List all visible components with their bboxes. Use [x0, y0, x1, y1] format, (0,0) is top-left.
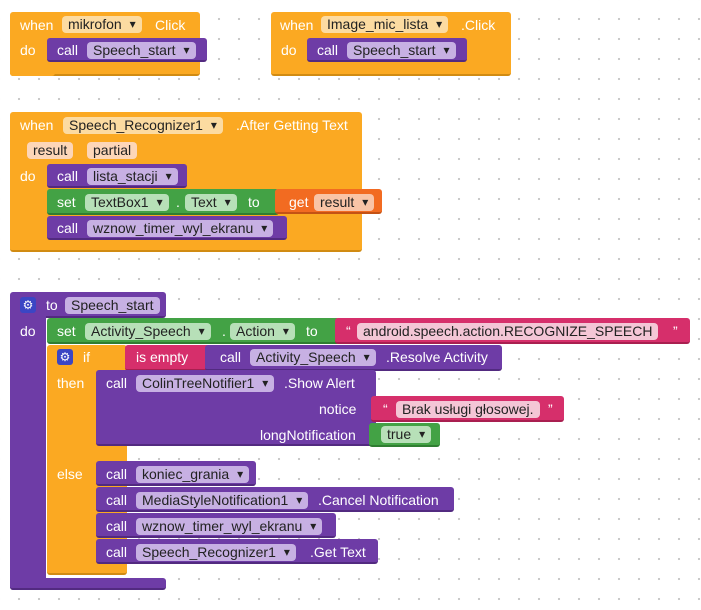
variable-dropdown-result[interactable]: result: [314, 194, 375, 211]
component-dropdown-mikrofon[interactable]: mikrofon: [62, 16, 142, 33]
procedure-dropdown[interactable]: Speech_start: [347, 42, 456, 59]
method-name: .Resolve Activity: [386, 349, 488, 365]
when-keyword: when: [20, 17, 54, 33]
boolean-dropdown[interactable]: true: [381, 426, 432, 443]
call-keyword: call: [57, 42, 79, 58]
call-keyword: call: [220, 349, 242, 365]
close-quote: ”: [548, 401, 553, 417]
set-keyword: set: [57, 323, 76, 339]
notice-param-label: notice: [319, 401, 357, 417]
call-keyword: call: [106, 492, 128, 508]
to-keyword: to: [306, 323, 318, 339]
procedure-footer: [10, 578, 166, 590]
is-empty-label: is empty: [136, 349, 189, 365]
component-dropdown-media-style-notification[interactable]: MediaStyleNotification1: [136, 492, 309, 509]
call-keyword: call: [57, 220, 79, 236]
to-keyword: to: [46, 297, 58, 313]
property-dropdown-action[interactable]: Action: [230, 323, 295, 340]
component-dropdown-speech-recognizer[interactable]: Speech_Recognizer1: [63, 117, 223, 134]
do-keyword: do: [20, 168, 36, 184]
when-keyword: when: [280, 17, 314, 33]
component-dropdown-image-mic-lista[interactable]: Image_mic_lista: [321, 16, 449, 33]
component-dropdown-colintree-notifier[interactable]: ColinTreeNotifier1: [136, 375, 275, 392]
do-keyword: do: [20, 42, 36, 58]
gear-icon[interactable]: ⚙: [20, 297, 36, 313]
procedure-body-frame: [10, 312, 46, 590]
to-keyword: to: [248, 194, 260, 210]
call-keyword: call: [106, 466, 128, 482]
component-dropdown-activity-speech[interactable]: Activity_Speech: [250, 349, 376, 366]
if-keyword: if: [83, 349, 90, 365]
do-keyword: do: [20, 323, 36, 339]
open-quote: “: [346, 323, 351, 339]
component-dropdown-activity-speech[interactable]: Activity_Speech: [85, 323, 211, 340]
method-name: .Show Alert: [284, 375, 355, 391]
get-keyword: get: [289, 194, 309, 210]
procedure-dropdown[interactable]: Speech_start: [87, 42, 196, 59]
procedure-dropdown-wznow-timer[interactable]: wznow_timer_wyl_ekranu: [87, 220, 274, 237]
notice-text-field[interactable]: Brak usługi głosowej.: [396, 401, 540, 418]
dot-separator: .: [222, 323, 226, 339]
call-keyword: call: [106, 544, 128, 560]
set-keyword: set: [57, 194, 76, 210]
gear-icon[interactable]: ⚙: [57, 349, 73, 365]
do-keyword: do: [281, 42, 297, 58]
component-dropdown-textbox1[interactable]: TextBox1: [85, 194, 169, 211]
event-name: .Click: [461, 17, 496, 33]
dot-separator: .: [176, 194, 180, 210]
event-name: Click: [155, 17, 186, 33]
call-keyword: call: [106, 375, 128, 391]
method-name: .Get Text: [310, 544, 366, 560]
call-keyword: call: [57, 168, 79, 184]
procedure-dropdown-wznow-timer[interactable]: wznow_timer_wyl_ekranu: [136, 518, 323, 535]
call-keyword: call: [317, 42, 339, 58]
event-block-mikrofon-body: [10, 62, 55, 76]
param-result[interactable]: result: [27, 142, 74, 159]
procedure-name-field[interactable]: Speech_start: [65, 297, 160, 314]
procedure-dropdown-koniec-grania[interactable]: koniec_grania: [136, 466, 250, 483]
when-keyword: when: [20, 117, 54, 133]
open-quote: “: [383, 401, 388, 417]
param-partial[interactable]: partial: [87, 142, 138, 159]
procedure-dropdown-lista-stacji[interactable]: lista_stacji: [87, 168, 178, 185]
property-dropdown-text[interactable]: Text: [185, 194, 237, 211]
method-name: .Cancel Notification: [318, 492, 439, 508]
call-keyword: call: [106, 518, 128, 534]
long-notification-param-label: longNotification: [260, 427, 356, 443]
action-text-field[interactable]: android.speech.action.RECOGNIZE_SPEECH: [357, 323, 659, 340]
then-keyword: then: [57, 375, 85, 391]
close-quote: ”: [673, 323, 678, 339]
event-name: .After Getting Text: [236, 117, 348, 133]
else-keyword: else: [57, 466, 83, 482]
component-dropdown-speech-recognizer[interactable]: Speech_Recognizer1: [136, 544, 296, 561]
